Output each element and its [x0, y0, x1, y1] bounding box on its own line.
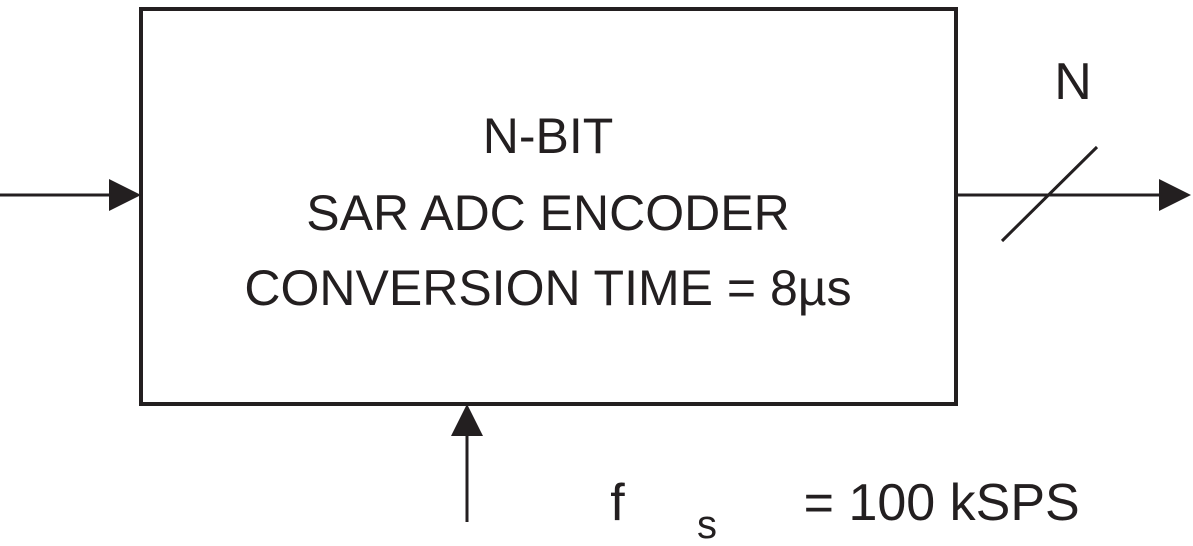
bus-width-label: N: [1054, 53, 1092, 111]
digital-output-arrow: [956, 179, 1191, 211]
analog-input-arrow: [0, 179, 141, 211]
block-title-line-1: N-BIT: [483, 108, 614, 164]
block-title-line-3: CONVERSION TIME = 8µs: [244, 260, 851, 316]
bus-width-slash: [1000, 145, 1099, 243]
fs-symbol: f: [610, 474, 625, 532]
sampling-frequency-label: f s = 100 kSPS: [538, 474, 1123, 546]
block-title-line-2: SAR ADC ENCODER: [306, 185, 789, 241]
sar-adc-encoder-block: [139, 7, 958, 406]
fs-value: = 100 kSPS: [789, 474, 1080, 532]
sampling-clock-arrow: [451, 404, 483, 522]
fs-subscript: s: [697, 503, 717, 546]
